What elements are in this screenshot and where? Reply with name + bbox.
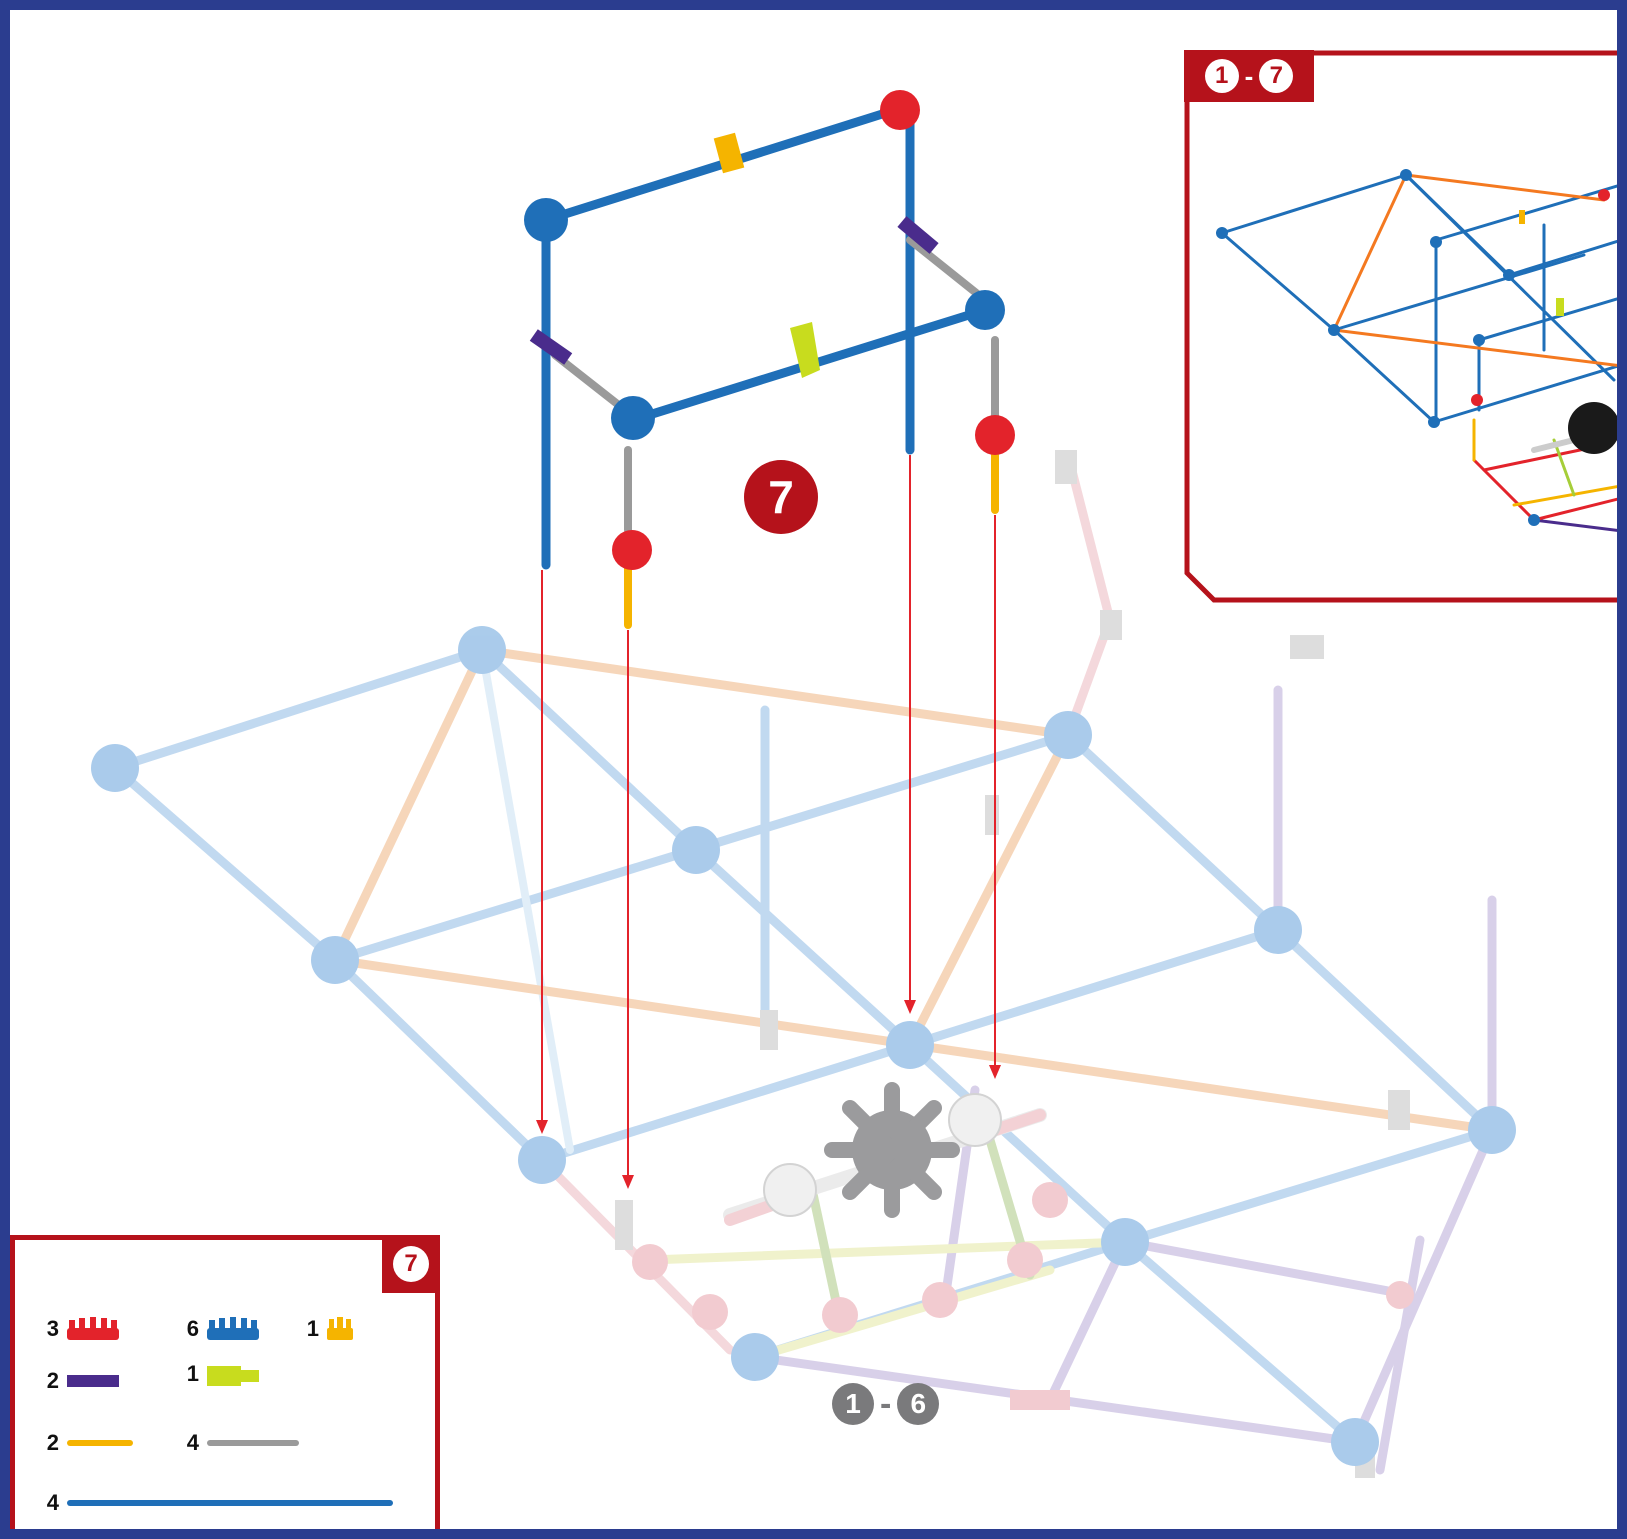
range-end-number: 6	[897, 1383, 940, 1425]
yellow-clip-connector-icon	[327, 1317, 353, 1340]
part-purple-rod: 2	[41, 1368, 121, 1394]
parts-list-step-label: 7	[382, 1235, 440, 1293]
parts-list-panel: 7 3 6 1 2	[10, 1235, 440, 1529]
red-connector-icon	[67, 1317, 119, 1340]
range-dash: -	[880, 1385, 892, 1423]
lime-clip-icon	[207, 1366, 259, 1386]
gray-rod-icon	[207, 1440, 299, 1446]
part-yellow-rod: 2	[41, 1430, 135, 1456]
base-model	[91, 450, 1516, 1478]
inset-end-number: 7	[1259, 59, 1294, 93]
yellow-rod-icon	[67, 1440, 133, 1446]
inset-start-number: 1	[1204, 59, 1239, 93]
part-red-connector: 3	[41, 1316, 121, 1342]
part-blue-rod: 4	[41, 1490, 395, 1516]
blue-rod-icon	[67, 1500, 393, 1506]
guide-arrows	[536, 455, 1001, 1189]
overview-inset	[1184, 50, 1617, 603]
part-blue-connector: 6	[181, 1316, 261, 1342]
previous-steps-range: 1 - 6	[832, 1382, 940, 1426]
purple-rod-icon	[67, 1375, 119, 1387]
blue-connector-icon	[207, 1317, 259, 1340]
step-number-badge: 7	[744, 460, 818, 534]
part-yellow-clip-connector: 1	[301, 1316, 355, 1342]
overview-inset-label: 1 - 7	[1184, 50, 1314, 102]
step-7-frame	[524, 90, 1015, 629]
range-start-number: 1	[832, 1383, 874, 1425]
assembly-scene	[91, 90, 1516, 1478]
part-lime-clip: 1	[181, 1360, 261, 1388]
part-gray-rod: 4	[181, 1430, 301, 1456]
parts-list-step-number: 7	[393, 1246, 429, 1282]
inset-dash: -	[1244, 61, 1254, 91]
